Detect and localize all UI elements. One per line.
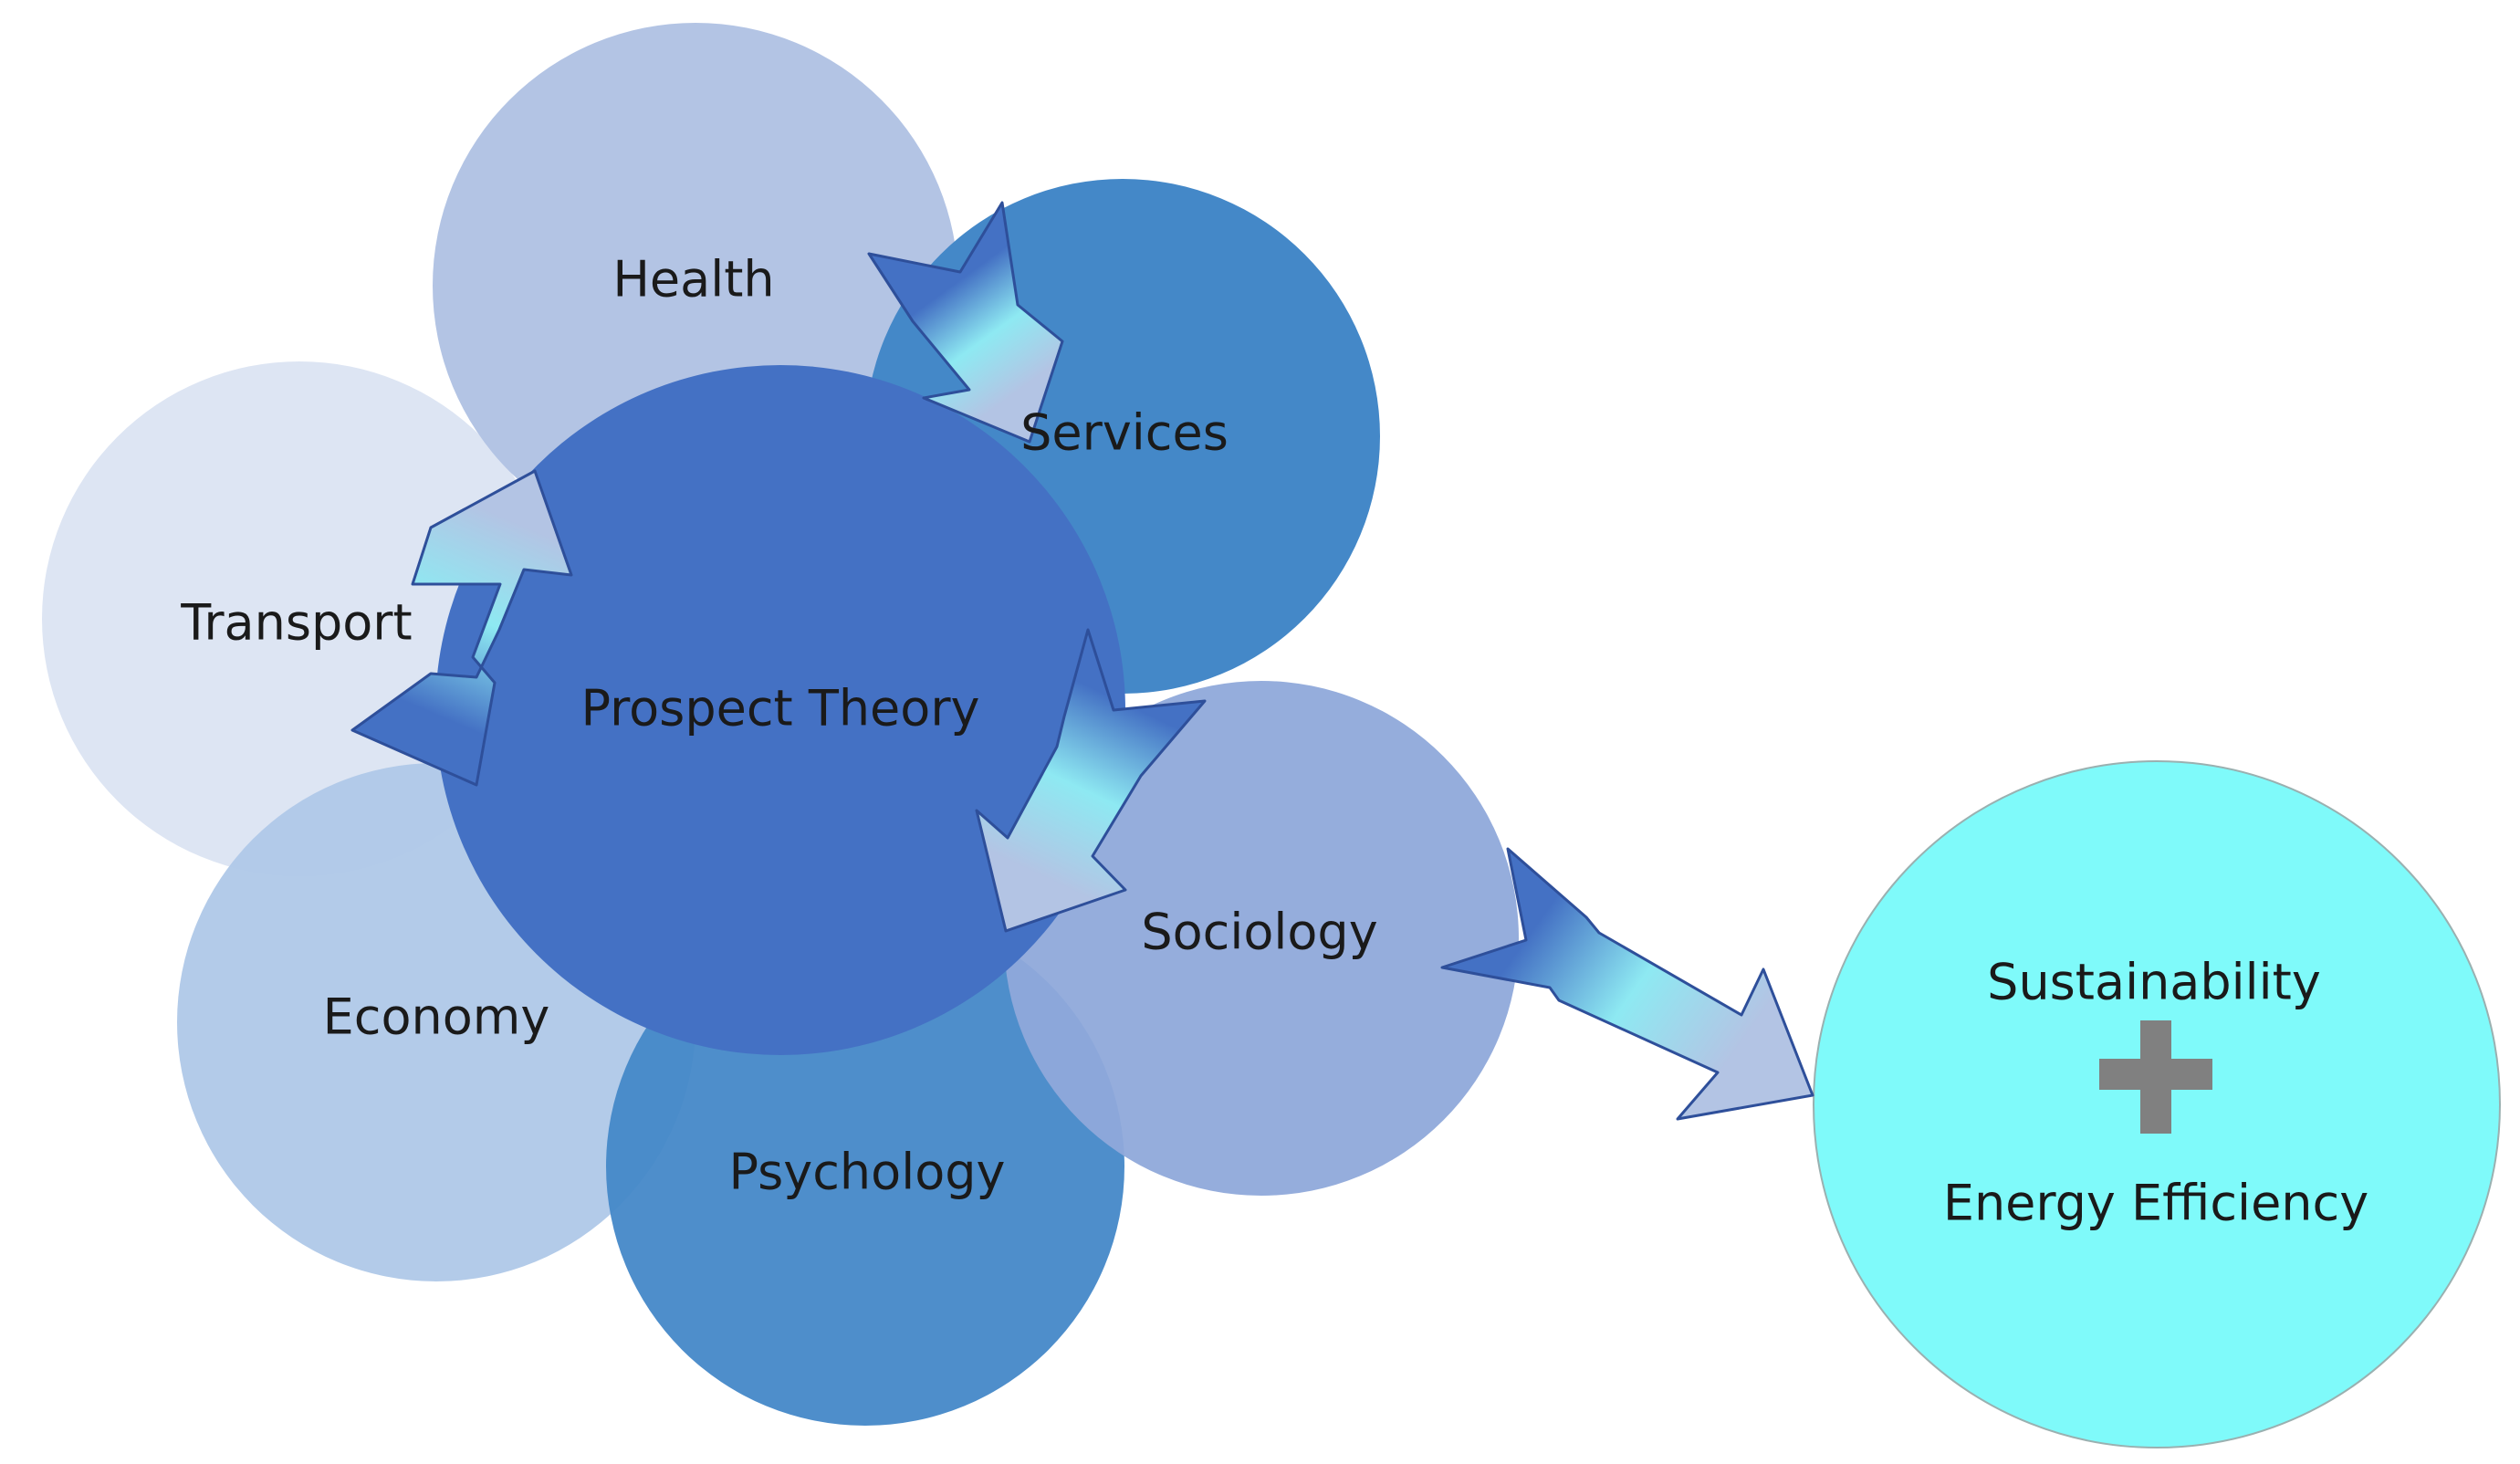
prospect-theory-label: Prospect Theory (581, 680, 980, 737)
energy-efficiency-label: Energy Efficiency (1943, 1175, 2368, 1232)
transport-label: Transport (180, 594, 412, 652)
services-label: Services (1020, 404, 1229, 462)
arrow-sociology-to-target-shape (1440, 847, 1814, 1121)
arrow-health-to-services-shape (867, 201, 1064, 444)
prospect-theory-circle (435, 365, 1125, 1055)
sociology-circle (1004, 681, 1519, 1196)
arrow-sociology-to-target (1440, 847, 1814, 1121)
sociology-label: Sociology (1141, 904, 1377, 961)
psychology-label: Psychology (729, 1144, 1006, 1201)
economy-label: Economy (323, 988, 550, 1046)
plus-icon-vertical (2140, 1020, 2171, 1134)
arrow-transport-to-prospect (350, 469, 573, 787)
health-label: Health (612, 251, 774, 308)
arrow-health-to-services (867, 201, 1064, 444)
arrow-prospect-to-sociology (975, 628, 1207, 933)
arrow-transport-to-prospect-shape (350, 469, 573, 787)
sustainability-label: Sustainability (1987, 954, 2321, 1011)
plus-icon (2099, 1020, 2212, 1134)
arrow-prospect-to-sociology-shape (975, 628, 1207, 933)
